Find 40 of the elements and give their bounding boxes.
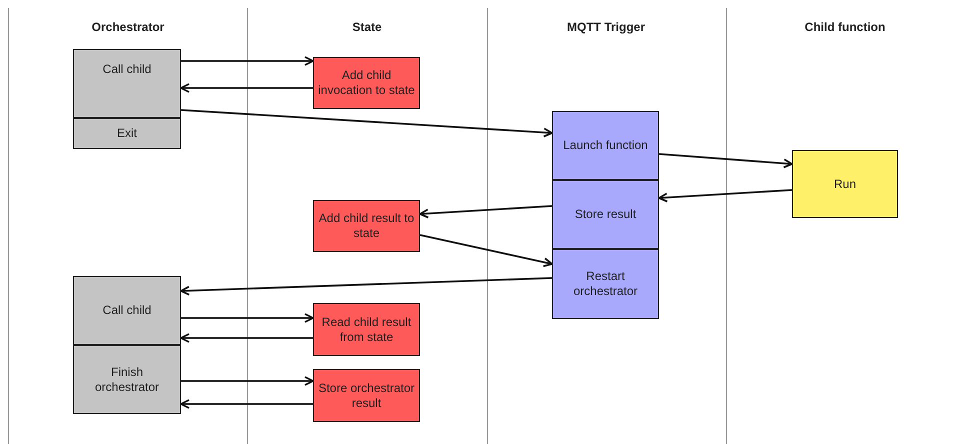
box-text: Exit xyxy=(116,126,137,141)
arrow xyxy=(419,205,552,218)
lane-heading: MQTT Trigger xyxy=(567,19,645,36)
process-box xyxy=(313,369,420,422)
arrow xyxy=(658,153,793,168)
process-box xyxy=(313,200,420,252)
process-box xyxy=(552,111,659,180)
lane-heading: State xyxy=(352,19,382,36)
arrow xyxy=(181,56,314,66)
process-box xyxy=(73,345,181,414)
box-text: Call child xyxy=(102,62,152,77)
process-box xyxy=(73,276,181,345)
box-text: Call child xyxy=(102,303,152,318)
box-text: Read child result from state xyxy=(320,314,412,344)
lane-heading: Orchestrator xyxy=(92,19,164,36)
arrow xyxy=(180,277,552,296)
arrow xyxy=(420,234,553,268)
process-box xyxy=(313,57,420,109)
process-box xyxy=(73,49,181,118)
process-box xyxy=(313,303,420,356)
box-text: Launch function xyxy=(563,138,648,153)
process-box xyxy=(792,150,898,218)
process-box xyxy=(552,180,659,249)
process-box xyxy=(552,249,659,319)
arrow xyxy=(658,189,792,202)
box-text: Add child invocation to state xyxy=(318,68,415,98)
arrow xyxy=(180,83,313,93)
box-text: Store result xyxy=(574,207,636,222)
box-text: Run xyxy=(834,176,856,192)
box-text: Restart orchestrator xyxy=(572,269,639,299)
arrow xyxy=(180,109,553,138)
process-box xyxy=(73,118,181,149)
box-text: Store orchestrator result xyxy=(318,380,415,410)
arrow xyxy=(180,399,313,409)
box-text: Add child result to state xyxy=(318,211,415,241)
arrow xyxy=(180,333,313,343)
box-text: Finish orchestrator xyxy=(94,364,160,394)
arrow xyxy=(181,376,314,386)
arrow xyxy=(181,313,314,323)
lane-heading: Child function xyxy=(804,19,886,36)
